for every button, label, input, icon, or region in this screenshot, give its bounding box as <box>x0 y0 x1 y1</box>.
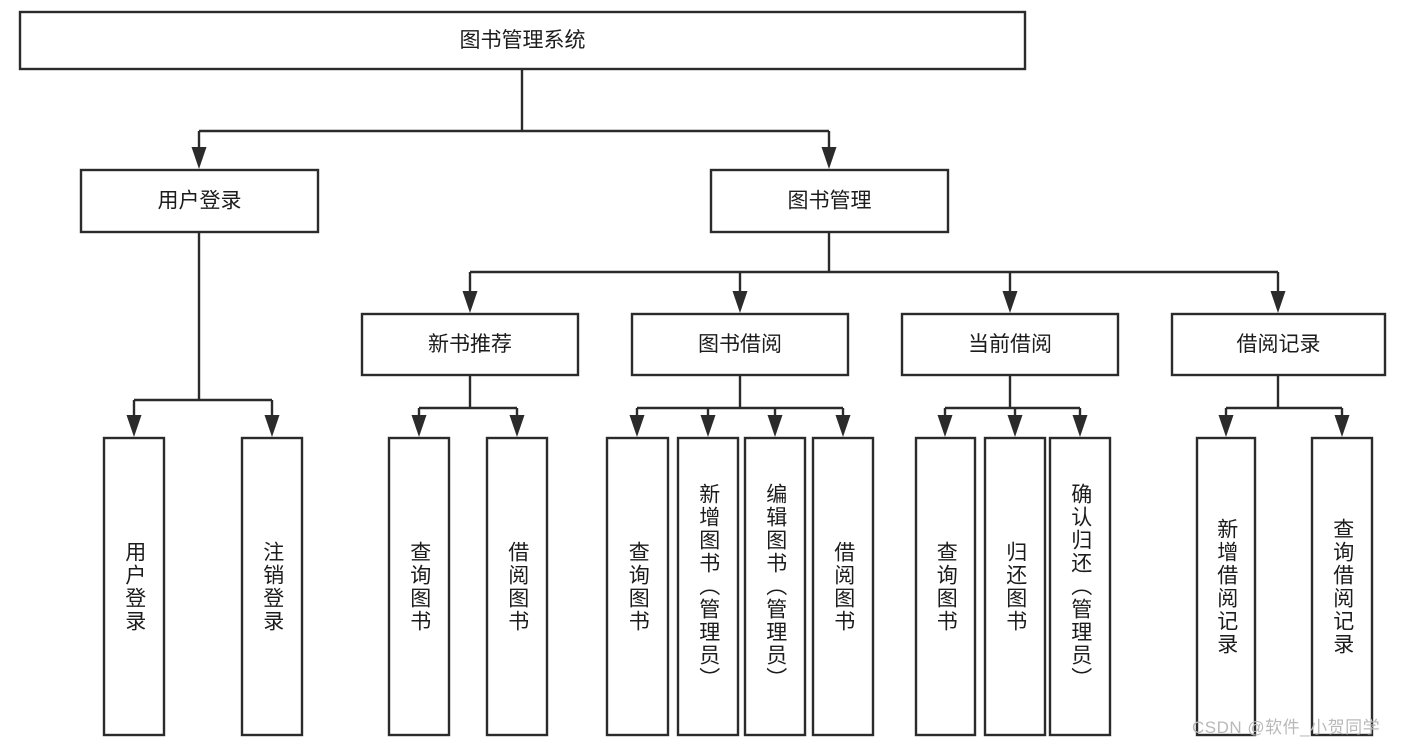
node-leaf-query-book-2[interactable] <box>605 436 670 737</box>
node-leaf-query-book-3[interactable] <box>914 436 977 737</box>
node-leaf-add-record[interactable] <box>1195 436 1257 737</box>
node-leaf-add-book[interactable] <box>676 436 740 737</box>
node-leaf-borrow-book-2[interactable] <box>811 436 875 737</box>
node-root[interactable] <box>18 10 1027 71</box>
connector-record-to-leaves <box>1218 375 1350 437</box>
node-label-book-borrow: 图书借阅 <box>698 333 782 356</box>
node-book-manage[interactable] <box>709 168 950 234</box>
connector-userlogin-to-leaves <box>126 232 280 437</box>
node-book-borrow[interactable] <box>630 312 850 377</box>
csdn-watermark: CSDN @软件_小贺同学 <box>1192 718 1381 737</box>
node-user-login[interactable] <box>79 168 320 234</box>
connector-root-to-level2 <box>191 69 837 169</box>
node-leaf-confirm-return[interactable] <box>1048 436 1112 737</box>
connector-current-to-leaves <box>937 375 1088 437</box>
node-label-root: 图书管理系统 <box>460 29 586 52</box>
node-label-new-book-rec: 新书推荐 <box>428 333 512 356</box>
node-current-borrow[interactable] <box>900 312 1120 377</box>
connectors-layer <box>126 69 1350 437</box>
node-leaf-query-book-1[interactable] <box>387 436 451 737</box>
node-leaf-query-record[interactable] <box>1310 436 1374 737</box>
node-leaf-return-book[interactable] <box>983 436 1047 737</box>
node-leaf-edit-book[interactable] <box>743 436 807 737</box>
node-label-book-manage: 图书管理 <box>788 190 872 213</box>
connector-borrow-to-leaves <box>629 375 851 437</box>
node-label-current-borrow: 当前借阅 <box>968 333 1052 356</box>
node-leaf-borrow-book-1[interactable] <box>485 436 549 737</box>
node-leaf-user-logout[interactable] <box>240 436 304 737</box>
node-borrow-record[interactable] <box>1170 312 1387 377</box>
connector-bookmanage-to-level3 <box>462 232 1286 313</box>
node-leaf-user-login[interactable] <box>102 436 166 737</box>
connector-newbook-to-leaves <box>411 375 525 437</box>
node-label-borrow-record: 借阅记录 <box>1237 333 1321 356</box>
node-new-book-rec[interactable] <box>360 312 580 377</box>
node-label-user-login: 用户登录 <box>158 190 242 213</box>
